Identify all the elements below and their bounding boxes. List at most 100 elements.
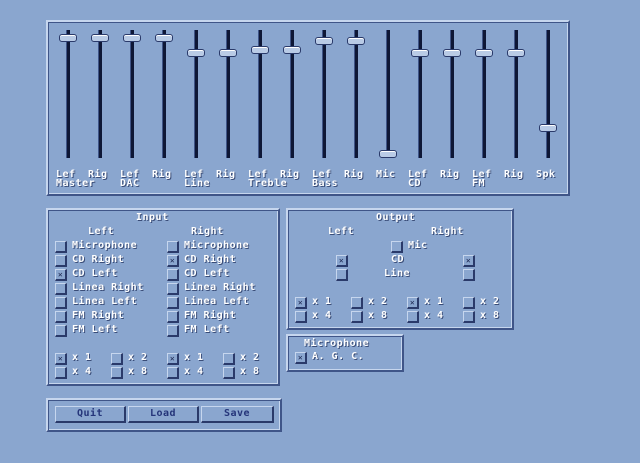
source-checkbox[interactable] [55,241,67,253]
slider-track [418,30,422,158]
slider-track [258,30,262,158]
slider-knob[interactable] [123,33,141,42]
source-label: FM Left [72,324,118,335]
slider-label: Lef [472,169,492,180]
gain-label: x 8 [368,310,388,321]
slider-knob[interactable] [187,49,205,58]
slider-track [450,30,454,158]
gain-label: x 2 [240,352,260,363]
gain-checkbox[interactable] [55,367,67,379]
source-checkbox[interactable] [55,311,67,323]
slider-knob[interactable] [59,33,77,42]
gain-label: x 8 [480,310,500,321]
slider-knob[interactable] [347,37,365,46]
gain-checkbox[interactable] [463,311,475,323]
slider-group-label: DAC [120,178,140,189]
slider-group-label: FM [472,178,486,189]
output-panel: Output Left Right Mic CD Line x 1x 2x 4x… [286,208,514,330]
slider-group-label: Bass [312,178,339,189]
slider-knob[interactable] [475,49,493,58]
gain-label: x 4 [72,366,92,377]
output-cd-label: CD [391,254,405,265]
source-label: Microphone [184,240,250,251]
slider-knob[interactable] [91,33,109,42]
slider-knob[interactable] [507,49,525,58]
gain-label: x 1 [312,296,332,307]
slider-knob[interactable] [411,49,429,58]
source-checkbox[interactable] [167,297,179,309]
slider-group-label: CD [408,178,422,189]
gain-checkbox[interactable] [167,353,179,365]
source-checkbox[interactable] [167,311,179,323]
source-label: FM Left [184,324,230,335]
slider-label: Rig [216,169,236,180]
gain-checkbox[interactable] [223,367,235,379]
source-label: Microphone [72,240,138,251]
slider-track [386,30,390,158]
source-checkbox[interactable] [55,283,67,295]
slider-track [290,30,294,158]
gain-checkbox[interactable] [111,353,123,365]
gain-checkbox[interactable] [463,297,475,309]
source-label: Linea Right [72,282,144,293]
output-cd-right-checkbox[interactable] [463,255,475,267]
slider-track [514,30,518,158]
gain-checkbox[interactable] [295,297,307,309]
slider-knob[interactable] [155,33,173,42]
output-cd-left-checkbox[interactable] [336,255,348,267]
source-label: CD Right [72,254,125,265]
gain-label: x 1 [72,352,92,363]
source-label: CD Left [184,268,230,279]
slider-knob[interactable] [251,45,269,54]
slider-knob[interactable] [379,150,397,158]
source-label: FM Right [72,310,125,321]
gain-checkbox[interactable] [407,297,419,309]
save-button[interactable]: Save [201,406,274,423]
gain-checkbox[interactable] [351,297,363,309]
slider-label: Lef [312,169,332,180]
slider-knob[interactable] [315,37,333,46]
source-label: CD Left [72,268,118,279]
slider-knob[interactable] [219,49,237,58]
gain-checkbox[interactable] [111,367,123,379]
output-line-left-checkbox[interactable] [336,269,348,281]
microphone-panel: Microphone A. G. C. [286,334,404,372]
source-checkbox[interactable] [167,241,179,253]
source-checkbox[interactable] [167,325,179,337]
gain-checkbox[interactable] [55,353,67,365]
output-left-header: Left [328,226,355,237]
source-checkbox[interactable] [55,269,67,281]
source-checkbox[interactable] [55,325,67,337]
slider-knob[interactable] [539,123,557,132]
input-right-header: Right [191,226,224,237]
gain-label: x 2 [480,296,500,307]
gain-checkbox[interactable] [223,353,235,365]
source-checkbox[interactable] [167,283,179,295]
slider-track [162,30,166,158]
source-checkbox[interactable] [167,269,179,281]
gain-checkbox[interactable] [407,311,419,323]
gain-checkbox[interactable] [167,367,179,379]
source-checkbox[interactable] [55,297,67,309]
button-panel: Quit Load Save [46,398,282,432]
gain-checkbox[interactable] [351,311,363,323]
slider-knob[interactable] [283,45,301,54]
slider-label: Lef [408,169,428,180]
load-button[interactable]: Load [128,406,199,423]
gain-checkbox[interactable] [295,311,307,323]
source-checkbox[interactable] [167,255,179,267]
slider-knob[interactable] [443,49,461,58]
slider-label: Lef [56,169,76,180]
quit-button[interactable]: Quit [55,406,126,423]
input-left-header: Left [88,226,115,237]
slider-label: Rig [344,169,364,180]
output-mic-checkbox[interactable] [391,241,403,253]
slider-track [546,30,550,158]
output-line-right-checkbox[interactable] [463,269,475,281]
source-checkbox[interactable] [55,255,67,267]
agc-checkbox[interactable] [295,352,307,364]
slider-label: Rig [280,169,300,180]
gain-label: x 8 [128,366,148,377]
